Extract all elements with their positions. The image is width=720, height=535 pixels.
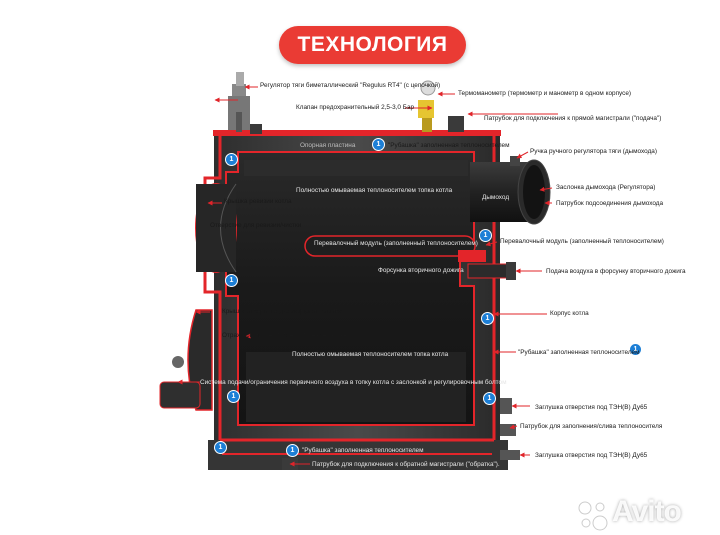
watermark: Avito	[578, 495, 682, 531]
label-firebox-bottom: Полностью омываемая теплоносителем топка…	[292, 351, 449, 358]
top-fittings	[228, 72, 464, 134]
label-chimney-damper: Заслонка дымохода (Регулятора)	[556, 184, 656, 191]
label-jacket-right: "Рубашка" заполненная теплоносителем	[518, 349, 640, 356]
badge-jacket-6: 1	[629, 343, 642, 356]
label-plug-2: Заглушка отверстия под ТЭН(В) Ду65	[535, 452, 648, 459]
watermark-text: Avito	[612, 495, 682, 528]
label-safety-valve: Клапан предохранительный 2,5-3,0 Бар	[296, 104, 415, 111]
label-afterburner-nozzle: Форсунка вторичного дожига	[378, 267, 464, 274]
label-supply-pipe: Патрубок для подключения к прямой магист…	[484, 115, 662, 122]
badge-jacket-7: 1	[227, 390, 240, 403]
label-loading-cover: Крышка отверстия для загрузки топлива	[222, 308, 343, 315]
label-afterburner-air: Подача воздуха в форсунку вторичного дож…	[546, 268, 686, 275]
label-primary-air-system: Система подачи/ограничения первичного во…	[200, 379, 507, 386]
label-manual-draft-handle: Ручка ручного регулятора тяги (дымохода)	[530, 148, 657, 155]
firebox-chamber	[225, 151, 475, 426]
label-return-pipe: Патрубок для подключения к обратной маги…	[312, 461, 500, 468]
label-thermomanometer: Термоманометр (термометр и манометр в од…	[458, 90, 632, 97]
page-title: ТЕХНОЛОГИЯ	[279, 26, 466, 64]
label-support-plate: Опорная пластина	[300, 142, 356, 149]
label-firebox-top: Полностью омываемая теплоносителем топка…	[296, 187, 453, 194]
label-boiler-body: Корпус котла	[550, 310, 589, 317]
label-draft-regulator: Регулятор тяги биметаллический "Regulus …	[260, 82, 441, 89]
badge-jacket-3: 1	[225, 274, 238, 287]
leader-lines	[177, 84, 558, 467]
label-revision-cover: Крышка ревизии котла	[224, 198, 292, 205]
watermark-dots-icon	[578, 501, 608, 531]
label-fill-drain-pipe: Патрубок для заполнения/слива теплоносит…	[520, 423, 663, 430]
label-jacket-bottom: "Рубашка" заполненная теплоносителем	[302, 447, 424, 454]
chimney-pipe	[470, 156, 551, 225]
label-reflective-screen: Отражающий (тепловое излучение) экран	[222, 332, 347, 339]
label-transfer-module-inner: Перевалочный модуль (заполненный теплоно…	[314, 240, 478, 247]
badge-jacket-2: 1	[372, 138, 385, 151]
label-transfer-module: Перевалочный модуль (заполненный теплоно…	[500, 238, 664, 245]
badge-jacket-8: 1	[483, 392, 496, 405]
label-chimney: Дымоход	[482, 194, 510, 201]
loading-door	[159, 309, 213, 411]
badge-jacket-9: 1	[286, 444, 299, 457]
badge-jacket-10: 1	[214, 441, 227, 454]
revision-door	[195, 183, 237, 273]
label-jacket-top: "Рубашка" заполненная теплоносителем	[388, 142, 510, 149]
label-revision-opening: Отверстие для ревизии/чистки	[210, 222, 302, 229]
badge-jacket-4: 1	[479, 229, 492, 242]
transfer-module	[304, 235, 486, 262]
bottom-fittings	[282, 398, 520, 470]
badge-jacket-5: 1	[481, 312, 494, 325]
badge-jacket-1: 1	[225, 153, 238, 166]
afterburner-nozzle	[467, 262, 516, 280]
label-chimney-pipe: Патрубок подсоединения дымохода	[556, 200, 664, 207]
label-plug-1: Заглушка отверстия под ТЭН(В) Ду65	[535, 404, 648, 411]
